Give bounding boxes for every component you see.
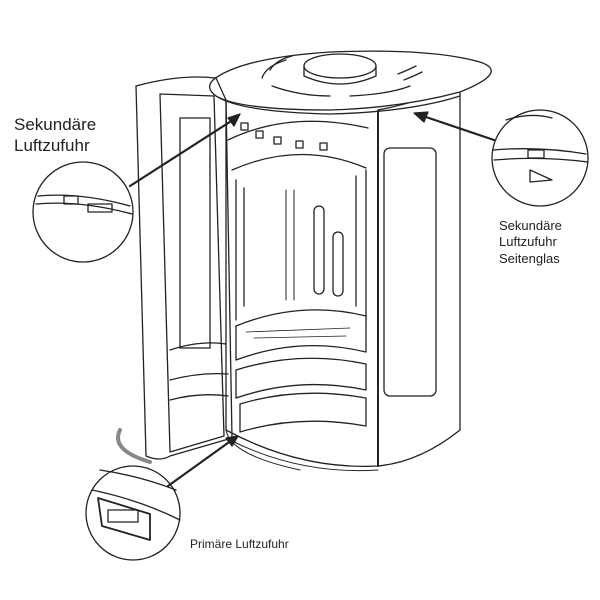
callout-secondary-air (32, 113, 241, 263)
callout-secondary-air-side-glass (413, 109, 589, 207)
label-line: Sekundäre (499, 218, 562, 233)
side-glass-panel (383, 147, 437, 397)
flue-outlet (303, 53, 377, 79)
arrow-head (413, 111, 429, 123)
label-line: Luftzufuhr (499, 234, 557, 250)
label-line: Luftzufuhr (14, 136, 90, 156)
door-glass (179, 117, 211, 349)
label-line: Seitenglas (499, 250, 560, 266)
open-door (116, 76, 233, 464)
air-slot (332, 231, 344, 297)
firebox (227, 120, 369, 433)
label-primary-air: Primäre Luftzufuhr (190, 537, 289, 552)
callout-primary-air (85, 435, 239, 561)
label-line: Primäre Luftzufuhr (190, 537, 289, 551)
label-secondary-air: Sekundäre Luftzufuhr (14, 114, 96, 157)
arrow-head (225, 435, 239, 447)
label-line: Sekundäre (14, 115, 97, 134)
arrow-head (227, 113, 241, 127)
top-plate (209, 50, 492, 115)
label-secondary-air-side-glass: Sekundäre Luftzufuhr Seitenglas (499, 218, 562, 267)
air-slot (313, 205, 325, 295)
